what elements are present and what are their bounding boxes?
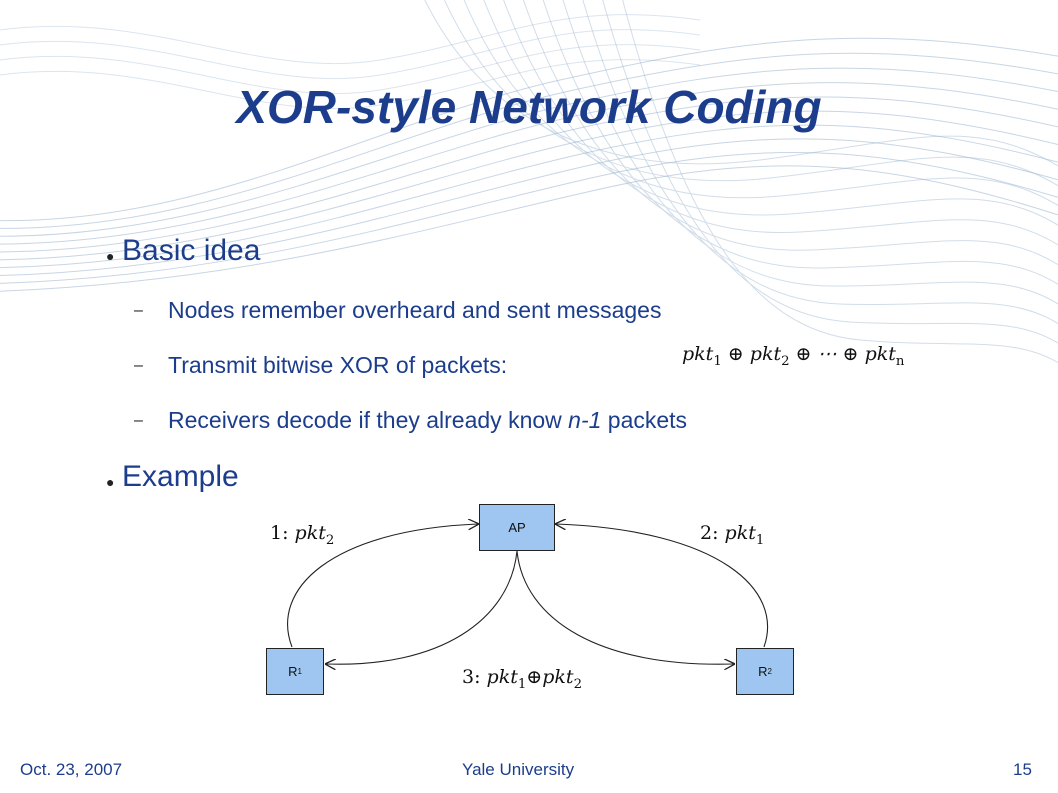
bullet-dot: ● (106, 474, 115, 490)
bullet-basic-idea: Basic idea (122, 234, 261, 267)
sub-bullet-receivers-decode: Receivers decode if they already know n-… (168, 407, 687, 434)
formula-sub: 2 (573, 676, 583, 692)
xor-formula: pkt1 ⊕ pkt2 ⊕ ⋯ ⊕ pktn (682, 343, 905, 369)
edge-ap-to-r1 (326, 550, 518, 664)
xor-operator: ⊕ (727, 343, 744, 365)
sub-bullet-dash: – (134, 412, 143, 429)
edge-r1-to-ap (287, 524, 478, 648)
formula-sub: 2 (325, 532, 335, 548)
edge-label-2: 2: pkt1 (700, 522, 764, 548)
formula-term: pkt (864, 343, 896, 365)
bullet-dot: ● (106, 248, 115, 264)
slide-title: XOR-style Network Coding (236, 81, 822, 133)
edge-ap-to-r2 (516, 550, 734, 664)
xor-operator: ⊕ (842, 343, 859, 365)
edge-label-1: 1: pkt2 (270, 522, 334, 548)
step-number: 2: (700, 522, 719, 544)
footer-date: Oct. 23, 2007 (20, 760, 123, 779)
sub-bullet-transmit-xor: Transmit bitwise XOR of packets: (168, 352, 508, 378)
node-r1-label: R (288, 664, 298, 679)
node-ap-label: AP (508, 520, 526, 535)
formula-sub: 1 (755, 532, 765, 548)
footer-organization: Yale University (462, 760, 575, 779)
bullet-example: Example (122, 460, 239, 493)
node-r2-label: R (758, 664, 768, 679)
formula-term: pkt (294, 522, 326, 544)
formula-term: pkt (486, 666, 518, 688)
step-number: 3: (462, 666, 481, 688)
node-ap: AP (479, 504, 555, 551)
text-run: Receivers decode if they already know (168, 407, 569, 433)
footer-page-number: 15 (1013, 760, 1032, 779)
emphasis-n-minus-1: n-1 (568, 407, 602, 433)
formula-sub: 1 (713, 353, 722, 369)
xor-operator: ⊕ (526, 666, 543, 688)
formula-term: pkt (724, 522, 756, 544)
node-r1-sub: 1 (297, 667, 302, 676)
formula-term: pkt (682, 343, 714, 365)
sub-bullet-dash: – (134, 302, 143, 319)
step-number: 1: (270, 522, 289, 544)
edge-label-3: 3: pkt1⊕pkt2 (462, 666, 582, 692)
formula-sub: 2 (781, 353, 790, 369)
sub-bullet-dash: – (134, 357, 143, 374)
sub-bullet-nodes-remember: Nodes remember overheard and sent messag… (168, 297, 662, 323)
node-r2-sub: 2 (767, 667, 772, 676)
formula-sub: n (895, 353, 905, 369)
edge-r2-to-ap (556, 524, 769, 648)
text-run: packets (601, 407, 688, 433)
xor-operator: ⊕ (795, 343, 812, 365)
formula-term: pkt (749, 343, 782, 365)
formula-term: pkt (542, 666, 574, 688)
formula-sub: 1 (517, 676, 527, 692)
ellipsis: ⋯ (817, 343, 837, 365)
